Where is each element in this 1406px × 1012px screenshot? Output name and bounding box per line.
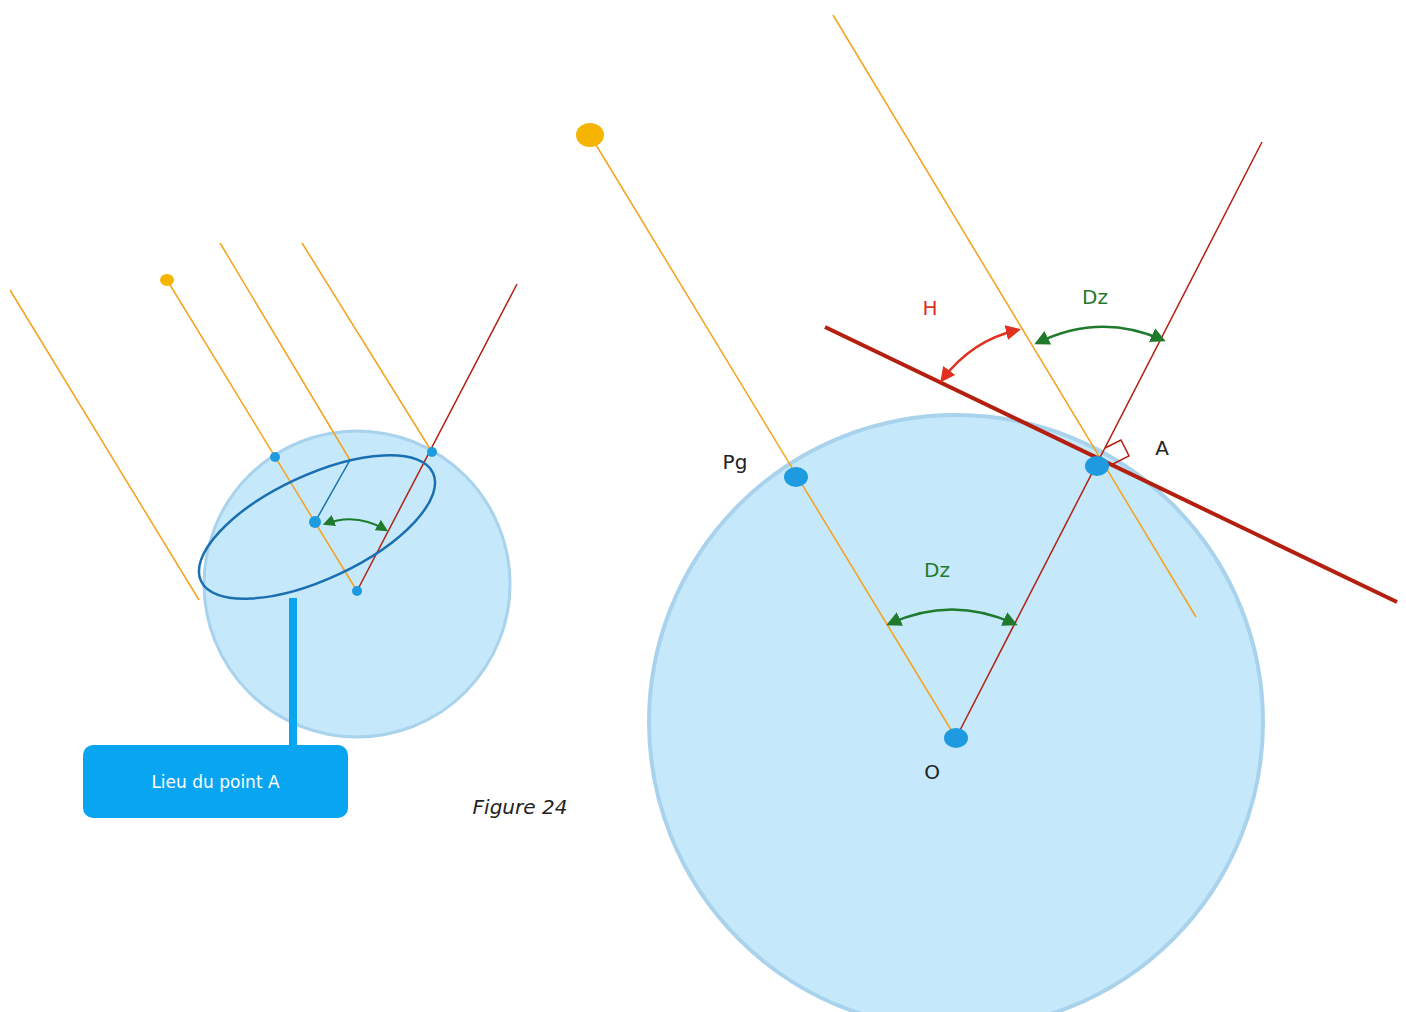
angle-label: Dz bbox=[1082, 286, 1108, 308]
angle-label: Pg bbox=[723, 451, 748, 473]
callout-box: Lieu du point A bbox=[83, 745, 348, 818]
small-sphere bbox=[10, 243, 517, 750]
angle-label: H bbox=[922, 297, 937, 319]
callout-text: Lieu du point A bbox=[151, 772, 279, 792]
angle-label: O bbox=[924, 761, 940, 783]
angle-label: A bbox=[1155, 437, 1169, 459]
angle-label: Dz bbox=[924, 559, 950, 581]
figure-caption: Figure 24 bbox=[473, 796, 568, 818]
large-sphere bbox=[576, 15, 1397, 1012]
